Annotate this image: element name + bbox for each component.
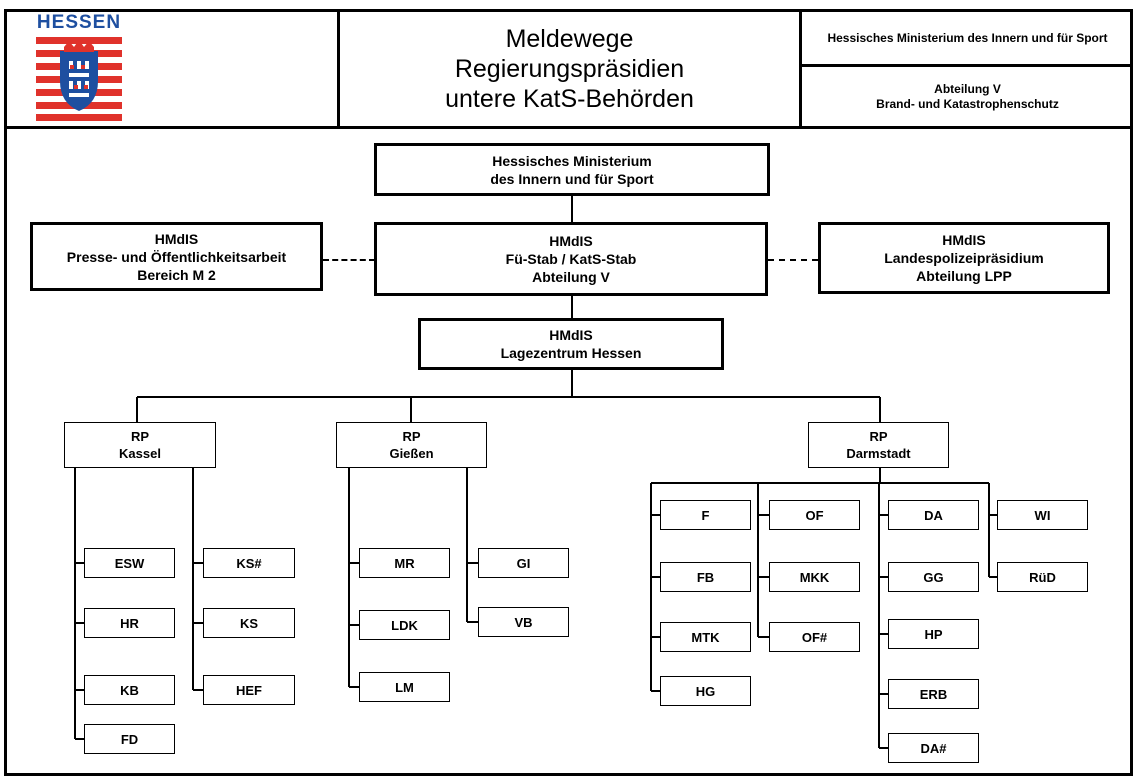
rp-darmstadt-box: RP Darmstadt [808, 422, 949, 468]
situation-line2: Lagezentrum Hessen [500, 345, 642, 361]
header-vdivider-1 [337, 9, 340, 127]
leaf-lm: LM [359, 672, 450, 702]
leaf-of-hash: OF# [769, 622, 860, 652]
rp-giessen-line2: Gießen [389, 446, 434, 461]
leaf-mkk: MKK [769, 562, 860, 592]
logo-text: HESSEN [36, 12, 122, 33]
leaf-gi: GI [478, 548, 569, 578]
header-ministry: Hessisches Ministerium des Innern und fü… [802, 12, 1133, 64]
title-line-3: untere KatS-Behörden [445, 85, 694, 113]
press-line2: Presse- und Öffentlichkeitsarbeit [66, 248, 287, 265]
header-vdivider-2 [799, 9, 802, 127]
leaf-kb: KB [84, 675, 175, 705]
leaf-erb: ERB [888, 679, 979, 709]
leaf-hp: HP [888, 619, 979, 649]
title-line-1: Meldewege [505, 25, 634, 53]
police-line2: Landespolizeipräsidium [884, 250, 1044, 266]
hessen-logo: HESSEN [34, 12, 124, 124]
leaf-wi: WI [997, 500, 1088, 530]
header-department-line2: Brand- und Katastrophenschutz [876, 96, 1059, 111]
press-line1: HMdIS [154, 230, 199, 247]
rp-darmstadt-line2: Darmstadt [846, 446, 911, 461]
ministry-line2: des Innern und für Sport [490, 170, 654, 187]
command-line3: Abteilung V [532, 269, 610, 285]
leaf-rud: RüD [997, 562, 1088, 592]
command-staff-box: HMdIS Fü-Stab / KatS-Stab Abteilung V [374, 222, 768, 296]
police-box: HMdIS Landespolizeipräsidium Abteilung L… [818, 222, 1110, 294]
rp-giessen-box: RP Gießen [336, 422, 487, 468]
command-line2: Fü-Stab / KatS-Stab [505, 251, 637, 267]
header-department: Abteilung V Brand- und Katastrophenschut… [802, 67, 1133, 126]
leaf-da-hash: DA# [888, 733, 979, 763]
situation-center-box: HMdIS Lagezentrum Hessen [418, 318, 724, 370]
rp-kassel-box: RP Kassel [64, 422, 216, 468]
page-frame [4, 9, 1133, 776]
leaf-fb: FB [660, 562, 751, 592]
header-divider [4, 126, 1133, 129]
leaf-mtk: MTK [660, 622, 751, 652]
header-ministry-text: Hessisches Ministerium des Innern und fü… [827, 30, 1108, 45]
header-department-line1: Abteilung V [934, 81, 1001, 96]
leaf-of: OF [769, 500, 860, 530]
leaf-esw: ESW [84, 548, 175, 578]
rp-kassel-line1: RP [130, 429, 150, 444]
leaf-mr: MR [359, 548, 450, 578]
leaf-f: F [660, 500, 751, 530]
police-line3: Abteilung LPP [916, 268, 1012, 284]
command-line1: HMdIS [549, 233, 593, 249]
page-title: Meldewege Regierungspräsidien untere Kat… [340, 12, 799, 126]
leaf-fd: FD [84, 724, 175, 754]
leaf-gg: GG [888, 562, 979, 592]
leaf-hef: HEF [203, 675, 295, 705]
dashed-link-left [323, 259, 375, 261]
leaf-hg: HG [660, 676, 751, 706]
press-office-box: HMdIS Presse- und Öffentlichkeitsarbeit … [30, 222, 323, 291]
press-line3: Bereich M 2 [137, 266, 216, 283]
rp-darmstadt-line1: RP [869, 429, 888, 444]
leaf-vb: VB [478, 607, 569, 637]
rp-kassel-line2: Kassel [119, 446, 161, 461]
rp-giessen-line1: RP [402, 429, 421, 444]
leaf-hr: HR [84, 608, 175, 638]
ministry-line1: Hessisches Ministerium [492, 152, 652, 169]
leaf-ldk: LDK [359, 610, 450, 640]
situation-line1: HMdIS [549, 327, 593, 343]
title-line-2: Regierungspräsidien [454, 55, 685, 83]
police-line1: HMdIS [942, 232, 986, 248]
leaf-ks: KS [203, 608, 295, 638]
header-hdivider-right [801, 64, 1133, 67]
dashed-link-right [768, 259, 818, 261]
coat-of-arms-icon [36, 37, 122, 121]
ministry-box: Hessisches Ministerium des Innern und fü… [374, 143, 770, 196]
leaf-da: DA [888, 500, 979, 530]
leaf-ks-hash: KS# [203, 548, 295, 578]
